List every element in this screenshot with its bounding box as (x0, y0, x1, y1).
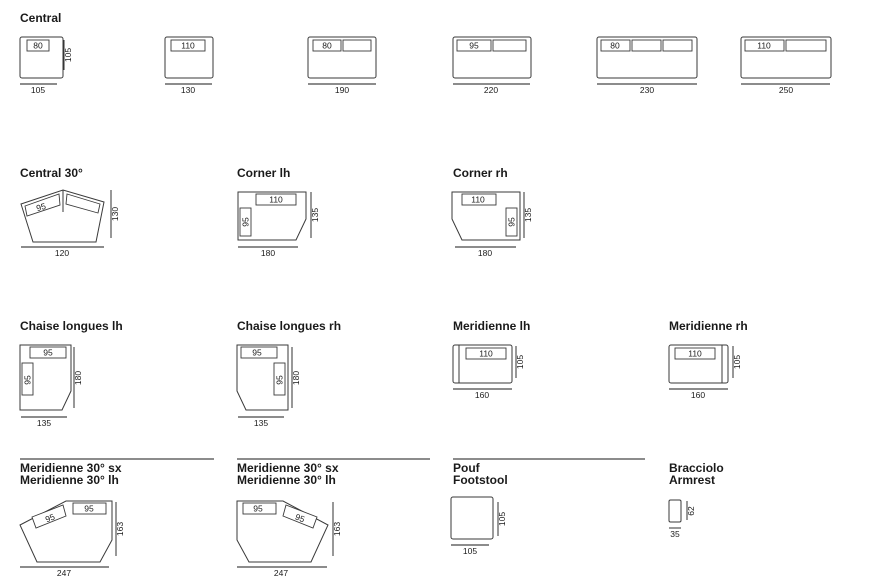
module-chaise-lh: 95 95 135 180 (19, 344, 83, 428)
cushion-label: 95 (43, 348, 53, 358)
width-label: 135 (37, 418, 51, 428)
width-label: 105 (31, 85, 45, 95)
cushion-label: 80 (33, 41, 43, 51)
module-central-230: 80 230 (596, 36, 698, 95)
section-title-central: Central (20, 11, 62, 25)
width-label: 250 (779, 85, 793, 95)
section-subtitle-meridienne-30-lh: Meridienne 30° lh (20, 473, 119, 487)
cushion-label: 95 (241, 217, 251, 227)
cushion-label: 95 (507, 217, 517, 227)
cushion-label: 95 (275, 375, 285, 385)
depth-label: 105 (732, 355, 742, 369)
cushion-label: 95 (252, 348, 262, 358)
depth-label: 62 (686, 506, 696, 516)
module-chaise-rh: 95 95 135 180 (236, 344, 301, 428)
module-corner-rh: 110 95 180 135 (451, 191, 533, 258)
depth-label: 180 (291, 371, 301, 385)
width-label: 135 (254, 418, 268, 428)
section-title-meridienne-30-sx-2: Meridienne 30° sx (237, 461, 339, 475)
width-label: 247 (57, 568, 71, 578)
cushion-label: 80 (610, 41, 620, 51)
module-central-220: 95 220 (452, 36, 532, 95)
cushion-label: 95 (469, 41, 479, 51)
depth-label: 135 (310, 208, 320, 222)
width-label: 247 (274, 568, 288, 578)
width-label: 190 (335, 85, 349, 95)
cushion-label: 95 (44, 511, 57, 524)
depth-label: 163 (115, 522, 125, 536)
depth-label: 105 (497, 512, 507, 526)
width-label: 220 (484, 85, 498, 95)
cushion-label: 95 (294, 512, 307, 525)
module-pouf: 105 105 (450, 496, 507, 556)
width-label: 35 (670, 529, 680, 539)
section-title-corner-lh: Corner lh (237, 166, 291, 180)
module-central-190: 80 190 (307, 36, 377, 95)
module-meridienne-30-dx: 95 95 247 163 (236, 500, 342, 578)
depth-label: 105 (63, 48, 73, 62)
width-label: 180 (478, 248, 492, 258)
module-meridienne-lh: 110 160 105 (452, 344, 525, 400)
cushion-label: 95 (23, 375, 33, 385)
cushion-label: 110 (181, 41, 195, 51)
width-label: 160 (691, 390, 705, 400)
section-subtitle-meridienne-30-lh-2: Meridienne 30° lh (237, 473, 336, 487)
section-subtitle-footstool: Footstool (453, 473, 508, 487)
section-title-meridienne-rh: Meridienne rh (669, 319, 748, 333)
depth-label: 180 (73, 371, 83, 385)
section-title-pouf: Pouf (453, 461, 480, 475)
module-central-105: 80 105 105 (19, 36, 73, 95)
module-central-30: 95 120 130 (20, 189, 120, 258)
cushion-label: 95 (84, 504, 94, 514)
cushion-label: 110 (688, 349, 702, 359)
section-title-chaise-rh: Chaise longues rh (237, 319, 342, 333)
section-title-central-30: Central 30° (20, 166, 83, 180)
cushion-label: 110 (757, 41, 771, 51)
depth-label: 135 (523, 208, 533, 222)
width-label: 105 (463, 546, 477, 556)
width-label: 130 (181, 85, 195, 95)
section-subtitle-armrest: Armrest (669, 473, 716, 487)
cushion-label: 110 (471, 195, 485, 205)
width-label: 120 (55, 248, 69, 258)
module-central-130: 110 130 (164, 36, 214, 95)
section-title-chaise-lh: Chaise longues lh (20, 319, 123, 333)
section-title-corner-rh: Corner rh (453, 166, 508, 180)
section-title-meridienne-30-sx: Meridienne 30° sx (20, 461, 122, 475)
width-label: 160 (475, 390, 489, 400)
cushion-label: 80 (322, 41, 332, 51)
depth-label: 105 (515, 355, 525, 369)
cushion-label: 110 (269, 195, 283, 205)
depth-label: 163 (332, 522, 342, 536)
module-armrest: 35 62 (668, 499, 696, 539)
depth-label: 130 (110, 207, 120, 221)
section-title-meridienne-lh: Meridienne lh (453, 319, 531, 333)
width-label: 230 (640, 85, 654, 95)
module-corner-lh: 110 95 180 135 (237, 191, 320, 258)
width-label: 180 (261, 248, 275, 258)
section-title-bracciolo: Bracciolo (669, 461, 724, 475)
module-meridienne-30-sx: 95 95 247 163 (19, 500, 125, 578)
cushion-label: 95 (253, 504, 263, 514)
cushion-label: 110 (479, 349, 493, 359)
cushion-label: 95 (35, 201, 47, 213)
module-meridienne-rh: 110 160 105 (668, 344, 742, 400)
module-central-250: 110 250 (740, 36, 832, 95)
